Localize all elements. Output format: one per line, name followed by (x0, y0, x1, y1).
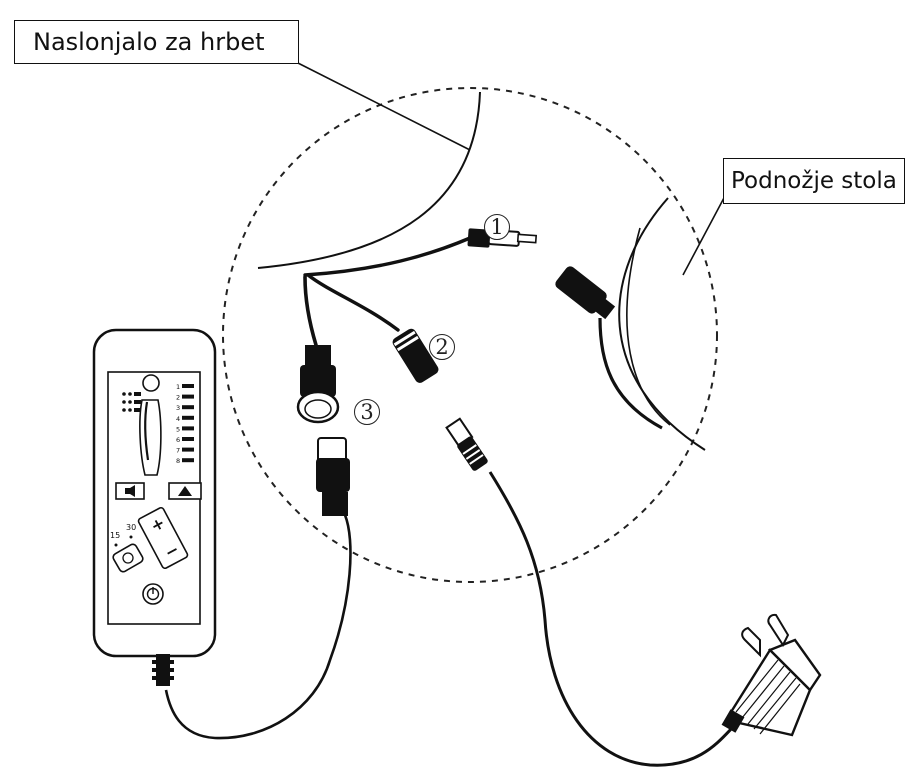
connector-2-number: 2 (429, 334, 455, 360)
level-bar (182, 426, 194, 431)
timer-15-label: 15 (110, 531, 120, 540)
base-label-text: Podnožje stola (731, 167, 897, 194)
power-button[interactable] (142, 583, 164, 605)
speaker-icon (125, 488, 130, 494)
backrest-leader-line (291, 59, 471, 151)
timer-labels: 15 30 (110, 523, 136, 547)
level-bar (182, 394, 194, 399)
timer-30-label: 30 (126, 523, 136, 532)
connector-3-number: 3 (354, 399, 380, 425)
level-bar (182, 415, 194, 420)
level-number: 5 (176, 425, 180, 433)
level-number: 3 (176, 404, 180, 412)
base-leader-line (682, 195, 726, 276)
level-number: 1 (176, 383, 180, 391)
level-number: 6 (176, 436, 180, 444)
level-indicator: 1 2 3 4 5 6 7 8 (176, 383, 194, 465)
level-bar (182, 458, 194, 463)
wave-mode-button[interactable] (115, 482, 145, 500)
base-outline (618, 197, 706, 451)
level-bar (182, 447, 194, 452)
level-number: 8 (176, 457, 180, 465)
connector-3-remote-socket (164, 437, 352, 740)
up-button[interactable] (168, 482, 202, 500)
connector-3-round-plug (296, 345, 340, 424)
level-bar (182, 384, 194, 388)
connector-2-female-socket (392, 328, 439, 383)
level-number: 2 (176, 394, 180, 402)
level-number: 7 (176, 447, 180, 455)
level-bar (182, 405, 194, 410)
connector-2-male-plug (445, 417, 737, 767)
backrest-outline (257, 91, 481, 269)
connector-1-number: 1 (484, 214, 510, 240)
level-bar (182, 437, 194, 441)
plus-minus-rocker[interactable]: + − (137, 506, 189, 570)
base-inner-outline (626, 227, 671, 426)
backrest-label: Naslonjalo za hrbet (14, 20, 299, 64)
up-arrow-icon (178, 486, 192, 496)
clock-icon (122, 552, 134, 564)
timer-button[interactable] (112, 543, 145, 573)
connector-1-female-socket (555, 266, 663, 430)
massage-mode-icons (122, 392, 141, 412)
level-number: 4 (176, 415, 180, 423)
backrest-cables (303, 236, 472, 347)
backrest-label-text: Naslonjalo za hrbet (33, 28, 265, 56)
base-label: Podnožje stola (723, 158, 905, 204)
massage-intensity-slider[interactable] (139, 374, 162, 476)
detail-circle (222, 87, 718, 583)
power-adapter (721, 613, 822, 737)
